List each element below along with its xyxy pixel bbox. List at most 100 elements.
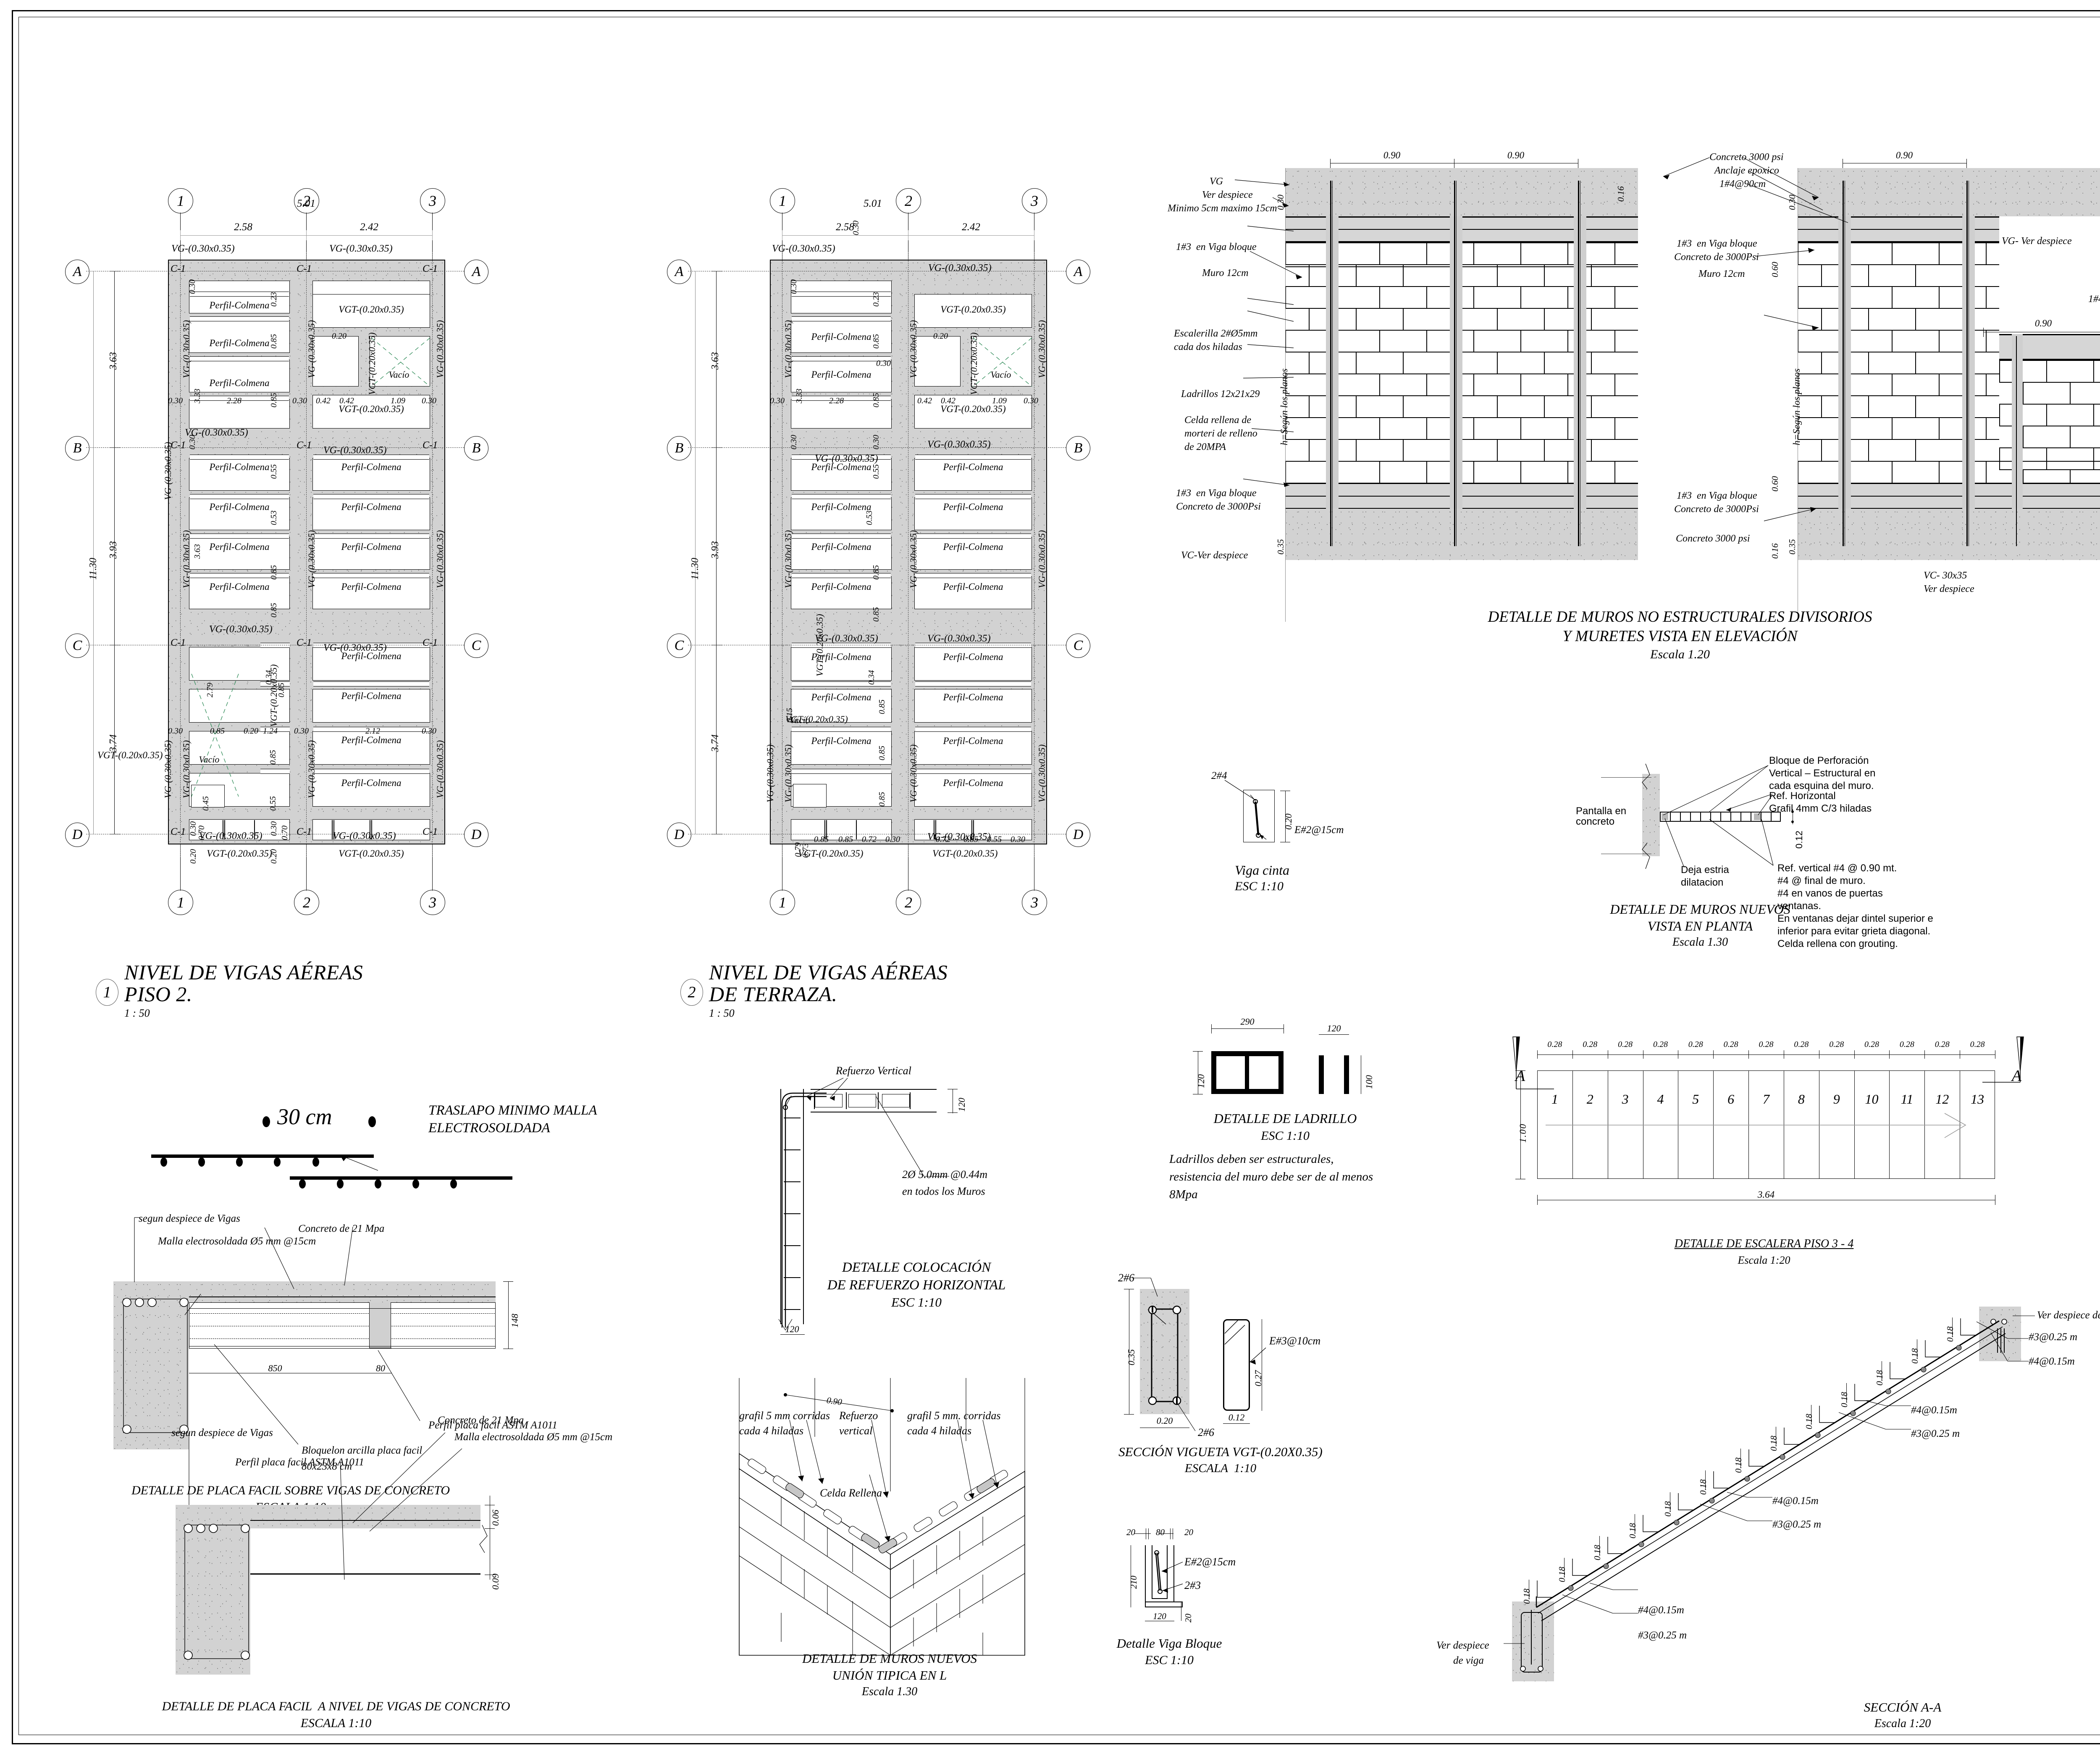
corner-rebar [778, 1092, 827, 1331]
joist-group [915, 769, 1031, 774]
bar-dist-2: #3@0.25 m [1772, 1519, 1822, 1530]
section-mark-right: A [2012, 1067, 2022, 1085]
label-1-3-viga-bloque-r: 1#3 en Viga bloque [1677, 238, 1757, 249]
label-deja-estria: Deja estria dilatacion [1681, 864, 1729, 888]
joist-label: Perfil-Colmena [943, 502, 1003, 512]
dim-bayv-1: 3.63 [710, 352, 721, 370]
grid-bubble-row-a-left: A [667, 260, 691, 284]
column-tag: C-1 [423, 440, 438, 451]
beam-label-vg: VG-(0.30x0.35) [329, 243, 393, 254]
stair-tread-dim: 0.28 [1794, 1040, 1809, 1049]
dim-small: 2.28 [227, 396, 242, 405]
stair-tread-dim: 0.28 [1864, 1040, 1880, 1049]
stair-step-number: 6 [1727, 1091, 1735, 1107]
column-tag: C-1 [171, 440, 186, 451]
joist-group [260, 643, 290, 648]
leader-2-6-bot [1176, 1402, 1196, 1431]
riser-dim: 0.18 [1945, 1326, 1955, 1342]
dim-small: 0.30 [294, 726, 309, 736]
dim-stair-length: 3.64 [1757, 1189, 1775, 1200]
grid-bubble-col-1-bottom: 1 [168, 890, 193, 915]
dim-bay-2: 2.42 [360, 221, 378, 233]
grid-bubble-col-3-bottom: 3 [420, 890, 445, 915]
joist-label: Perfil-Colmena [811, 502, 872, 512]
joist-label: Perfil-Colmena [341, 462, 402, 472]
label-ver-despiece-viga-1: Ver despiece [1436, 1640, 1489, 1651]
bar-dist-3: #3@0.25 m [1911, 1428, 1960, 1439]
label-bloque-perforacion: Bloque de Perforación Vertical – Estruct… [1769, 755, 1876, 792]
dim-bayv-1: 3.63 [108, 352, 119, 370]
dim-small: 0.30 [885, 835, 900, 844]
grid-label: B [472, 440, 481, 456]
beam-label-vg: VG-(0.30x0.35) [815, 633, 878, 644]
plan-title-line2: PISO 2. [124, 982, 192, 1006]
joist-group [915, 727, 1031, 732]
dim-small: 0.30 [851, 221, 861, 235]
joist-label: Perfil-Colmena [811, 581, 872, 592]
grid-bubble-row-c-right: C [464, 634, 488, 658]
dim-small: 0.85 [872, 607, 881, 622]
void-label: Vacío [990, 369, 1011, 380]
muros-planta-title-2: VISTA EN PLANTA [1647, 918, 1753, 934]
union-l-title-2: UNIÓN TIPICA EN L [832, 1668, 947, 1683]
beam-label-vgt: VGT-(0.20x0.35) [798, 848, 864, 859]
dim-120-l: 120 [1196, 1074, 1206, 1088]
label-ver-despiece-viga-2: de viga [1453, 1655, 1484, 1666]
dim-small: 0.73 [801, 843, 810, 858]
joist-group [792, 292, 891, 297]
joist-group [190, 292, 289, 297]
viga-bloque-scale: ESC 1:10 [1145, 1653, 1194, 1667]
riser-dim: 0.18 [1910, 1348, 1920, 1364]
dim-small: 0.30 [770, 396, 785, 405]
column-tag: C-1 [171, 637, 186, 648]
bar-main-1: #4@0.15m [1638, 1604, 1684, 1616]
dim-small: 0.42 [339, 396, 354, 405]
plan-title-line2: DE TERRAZA. [709, 982, 837, 1006]
stirrup-icon [1250, 794, 1267, 840]
grid-bubble-col-3-bottom: 3 [1022, 890, 1047, 915]
label-1-4-90cm: 1#4@90cm [1719, 179, 1766, 189]
label-bars-1: 2Ø 5.0mm @0.44m [902, 1168, 988, 1181]
beam-label-vgt: VGT-(0.20x0.35) [932, 848, 998, 859]
riser-dim-line [1599, 1536, 1600, 1555]
ladrillo-title: DETALLE DE LADRILLO [1213, 1111, 1357, 1126]
stair-tread-dim: 0.28 [1759, 1040, 1774, 1049]
joist-group [313, 573, 429, 578]
dim-bayv-3: 3.74 [108, 734, 119, 752]
label-grafil-right-2: cada 4 hiladas [907, 1425, 972, 1437]
label-bloquelon: Bloquelon arcilla placa facil [302, 1445, 423, 1456]
dim-small: 0.85 [872, 334, 881, 349]
dim-small: 0.42 [316, 396, 331, 405]
label-grafil-left-2: cada 4 hiladas [739, 1425, 804, 1437]
dim-small: 0.30 [789, 435, 798, 450]
joist-group [792, 681, 891, 686]
mesh-lap-label-1: TRASLAPO MINIMO MALLA [428, 1103, 597, 1118]
beam-label-vg-rot: VG-(0.30x0.35) [908, 744, 919, 802]
dim-small: 0.42 [917, 396, 932, 405]
riser-dim: 0.18 [1698, 1479, 1708, 1495]
beam-label-vg-rot: VG-(0.30x0.35) [783, 744, 793, 802]
joist-group [313, 455, 429, 460]
label-celda-rellena-3: de 20MPA [1184, 442, 1226, 452]
joist-label: Perfil-Colmena [943, 692, 1003, 702]
joist-group [313, 494, 429, 499]
dim-small: 0.45 [201, 796, 210, 811]
grid-label: 3 [429, 894, 436, 911]
dim-090: 0.90 [1383, 150, 1401, 160]
wall-detail-title-2: Y MURETES VISTA EN ELEVACIÓN [1562, 628, 1798, 645]
leader-2-4 [1224, 780, 1256, 801]
dim-small: 0.70 [280, 826, 289, 840]
stair-tread-line [1748, 1070, 1749, 1179]
dim-small: 0.85 [877, 746, 887, 760]
beam-label-vg-rot: VG-(0.30x0.35) [306, 530, 317, 588]
label-vc-ver-despiece: VC-Ver despiece [1181, 550, 1248, 561]
dim-850: 850 [268, 1363, 282, 1373]
dim-small: 0.85 [269, 334, 278, 349]
grid-bubble-row-d-right: D [1066, 823, 1090, 847]
label-minimo: Minimo 5cm maximo 15cm [1168, 203, 1277, 214]
grid-bubble-row-c-right: C [1066, 634, 1090, 658]
label-concreto-21-b: Concreto de 21 Mpa [438, 1415, 524, 1426]
grid-bubble-row-c-left: C [65, 634, 89, 658]
label-perfil-placa-b: Perfil placa facil ASTM A1011 [235, 1457, 364, 1468]
